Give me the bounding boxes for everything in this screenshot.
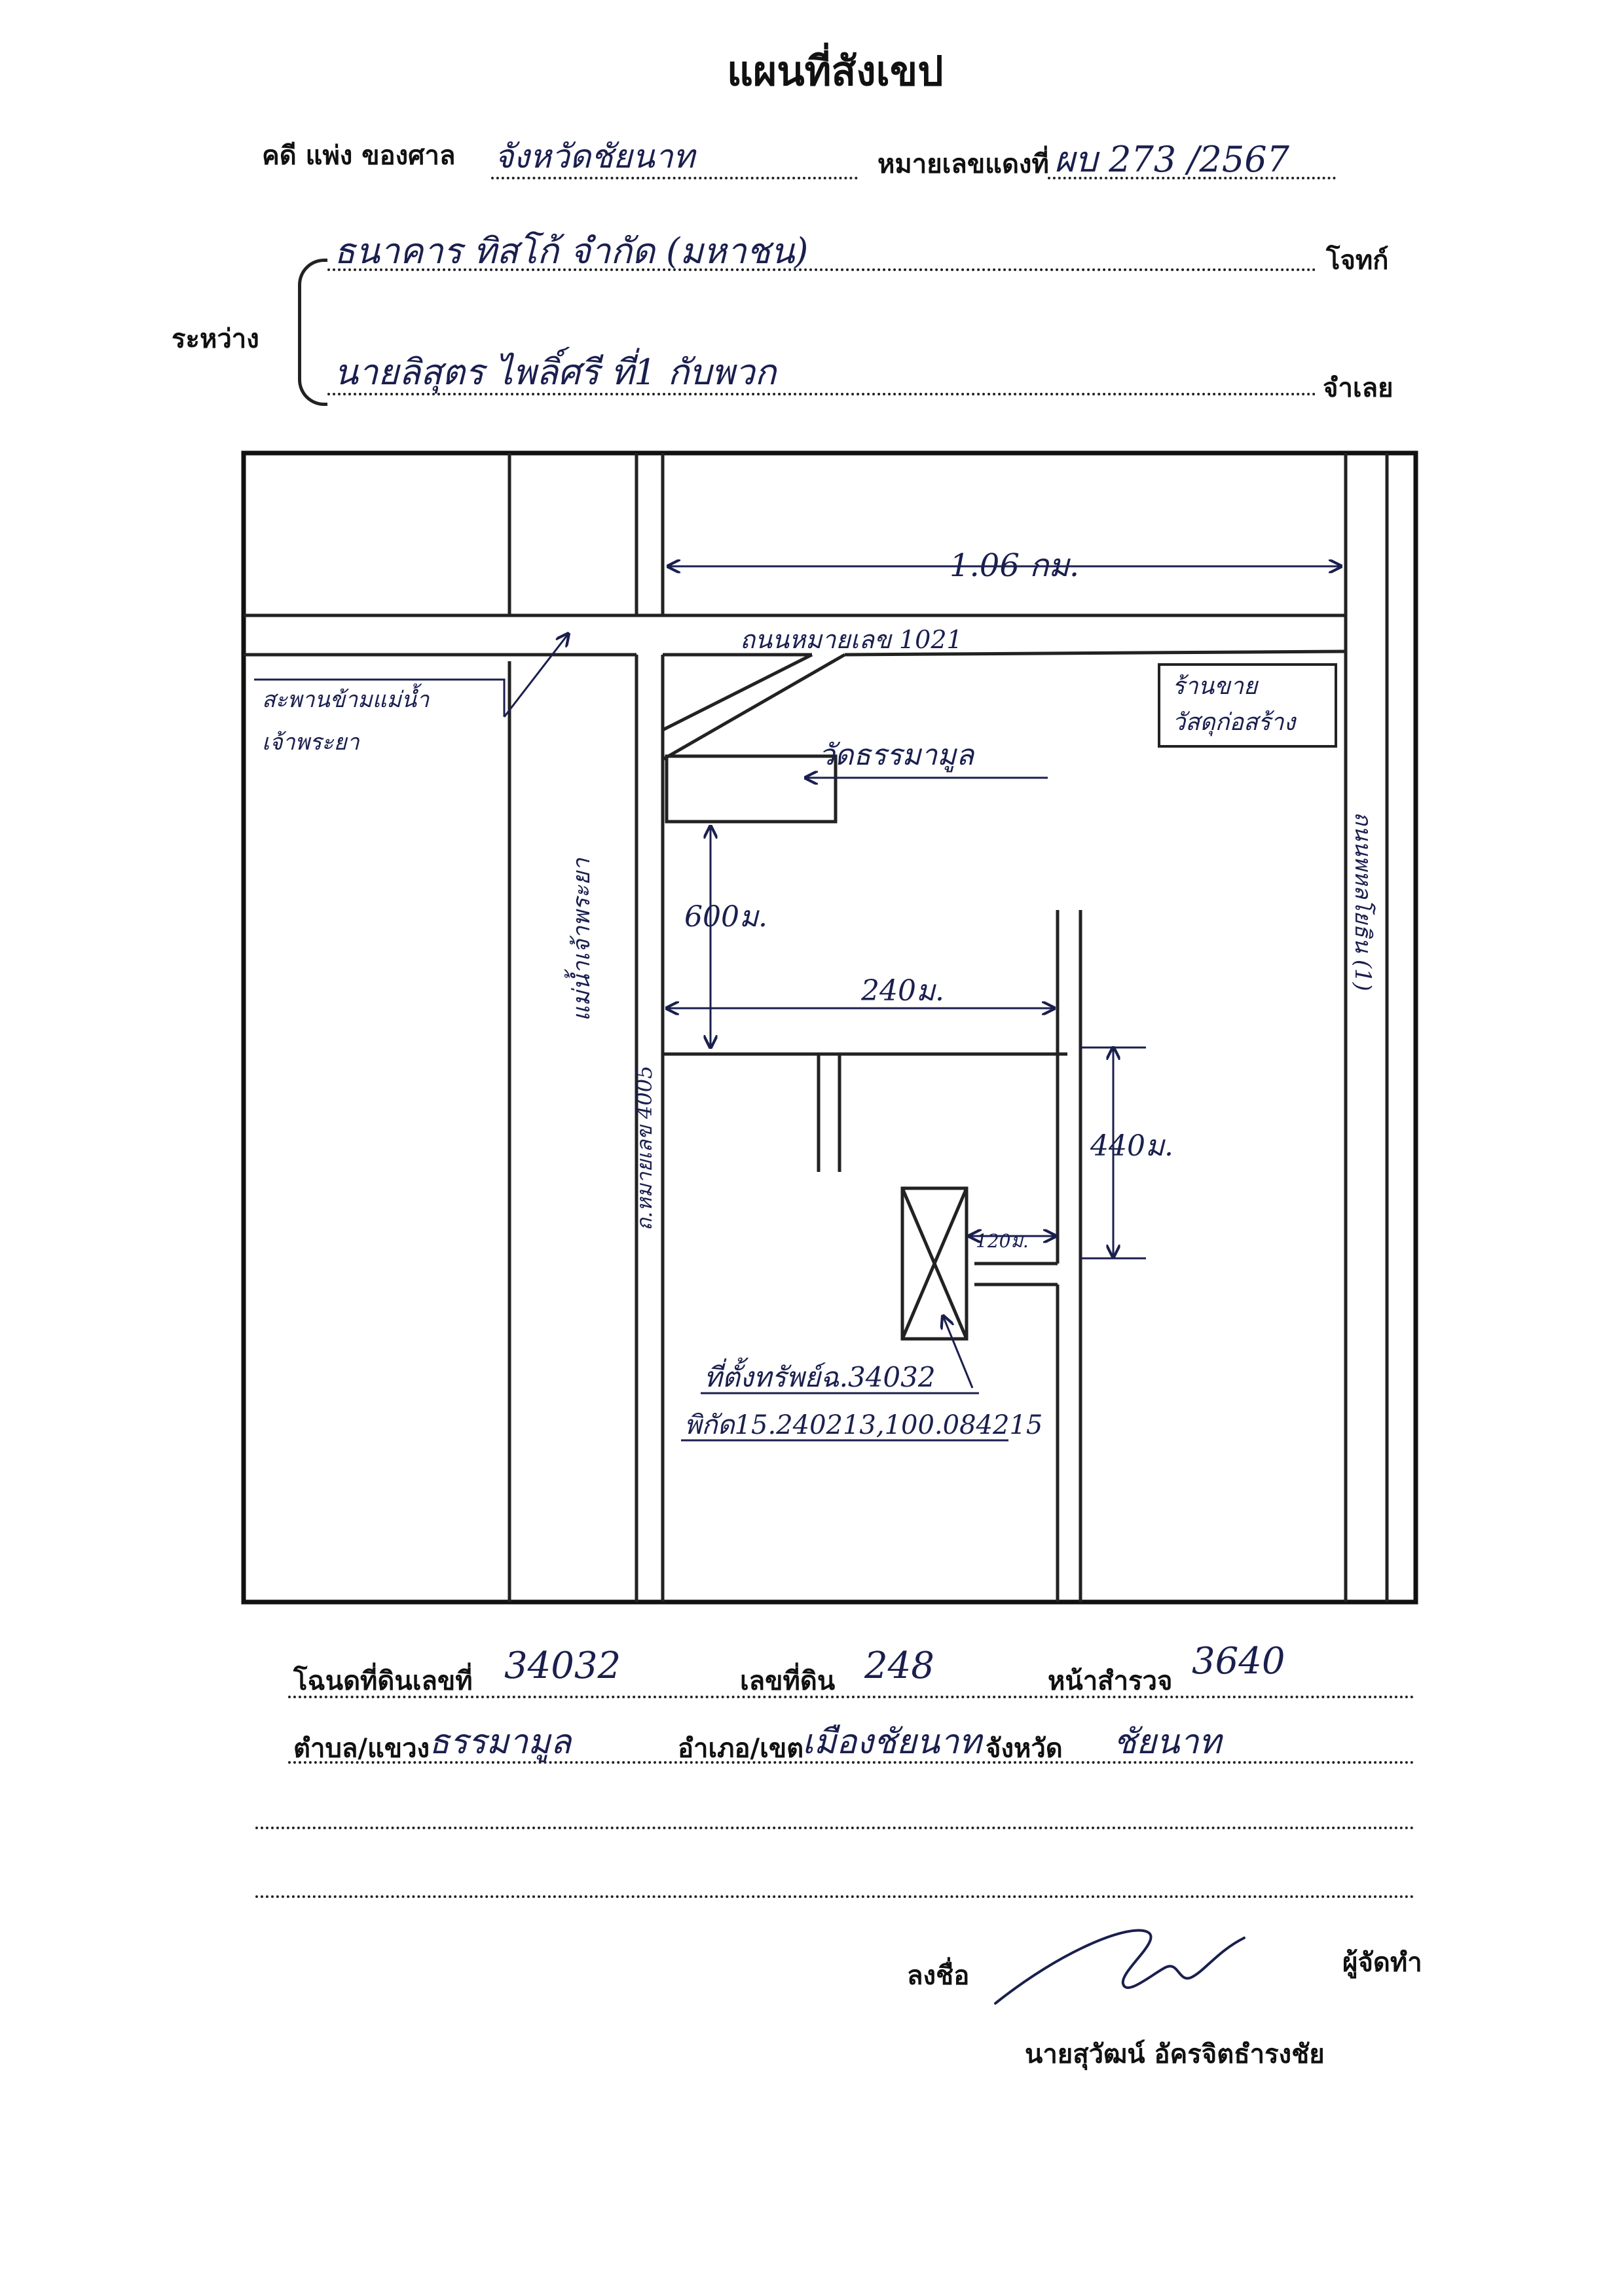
shop-label-line2: วัสดุก่อสร้าง <box>1172 709 1297 737</box>
case-number-label: หมายเลขแดงที่ <box>877 149 1049 179</box>
court-dotted-line <box>491 177 858 179</box>
shop-label-line1: ร้านขาย <box>1172 673 1259 700</box>
signer-name: นายสุวัฒน์ อัครจิตธำรงชัย <box>1025 2039 1325 2069</box>
province-label: จังหวัด <box>986 1734 1063 1764</box>
river-banks <box>507 453 638 1602</box>
district-value: เมืองชัยนาท <box>802 1722 982 1762</box>
subdistrict-value: ธรรมามูล <box>429 1722 572 1762</box>
temple-block <box>665 754 838 824</box>
case-label: คดี แพ่ง ของศาล <box>262 141 456 171</box>
dimension-120-label: 120ม. <box>976 1230 1029 1252</box>
highway-label: ถนนพหลโยธิน (1) <box>1350 812 1376 991</box>
signature-drawing <box>994 1929 1246 2005</box>
diagonal-connector <box>661 653 846 761</box>
soi-lines <box>663 910 1082 1602</box>
court-name: จังหวัดชัยนาท <box>494 137 695 175</box>
map-frame <box>241 450 1418 1605</box>
road-1021-label: ถนนหมายเลข 1021 <box>740 625 963 654</box>
property-parcel <box>900 1186 969 1341</box>
highway-lines <box>1344 453 1389 1602</box>
road-1021-lines <box>244 613 1346 657</box>
parcel-number: 248 <box>864 1645 934 1687</box>
distance-top-label: 1.06 กม. <box>950 547 1079 584</box>
land-dotted-line-3 <box>255 1827 1414 1829</box>
land-dotted-line-1 <box>288 1696 1414 1698</box>
page-title: แผนที่สังเขป <box>727 47 944 95</box>
bridge-pointer <box>503 634 568 718</box>
defendant-dotted-line <box>327 393 1316 395</box>
case-number: ผบ 273 /2567 <box>1054 139 1289 180</box>
property-coords: พิกัด15.240213,100.084215 <box>684 1410 1043 1440</box>
between-label: ระหว่าง <box>172 324 259 354</box>
property-pointer <box>943 1316 974 1389</box>
river-label: แม่น้ำเจ้าพระยา <box>564 857 595 1021</box>
defendant-label: จำเลย <box>1323 373 1393 403</box>
defendant-name: นายลิสุตร ไพลิ์ศรี ที่1 กับพวก <box>334 352 777 393</box>
plaintiff-label: โจทก์ <box>1326 246 1389 276</box>
dimension-240-label: 240ม. <box>860 974 944 1008</box>
bridge-label-box <box>254 678 506 717</box>
shop-box <box>1158 663 1337 748</box>
deed-number: 34032 <box>504 1645 621 1687</box>
dimension-600-label: 600ม. <box>684 900 767 934</box>
subdistrict-label: ตำบล/แขวง <box>293 1734 430 1764</box>
plaintiff-dotted-line <box>327 268 1316 271</box>
temple-label: วัดธรรมามูล <box>819 738 975 773</box>
plaintiff-name: ธนาคาร ทิสโก้ จำกัด (มหาชน) <box>334 230 809 272</box>
dimension-440-label: 440ม. <box>1090 1129 1173 1163</box>
deed-label: โฉนดที่ดินเลขที่ <box>293 1666 473 1696</box>
province-value: ชัยนาท <box>1113 1722 1221 1762</box>
district-label: อำเภอ/เขต <box>678 1734 804 1764</box>
bridge-label-line2: เจ้าพระยา <box>262 729 360 756</box>
sign-label: ลงชื่อ <box>907 1961 970 1991</box>
bridge-label-line1: สะพานข้ามแม่น้ำ <box>262 683 430 713</box>
road-4005-label: ถ.หมายเลข 4005 <box>632 1066 657 1231</box>
survey-number: 3640 <box>1192 1640 1285 1683</box>
survey-label: หน้าสำรวจ <box>1048 1666 1173 1696</box>
land-dotted-line-4 <box>255 1895 1414 1898</box>
land-dotted-line-2 <box>288 1761 1414 1764</box>
case-number-dotted-line <box>1048 177 1336 179</box>
maker-label: ผู้จัดทำ <box>1342 1948 1422 1978</box>
parcel-label: เลขที่ดิน <box>740 1666 836 1696</box>
property-label: ที่ตั้งทรัพย์ฉ.34032 <box>704 1357 936 1393</box>
